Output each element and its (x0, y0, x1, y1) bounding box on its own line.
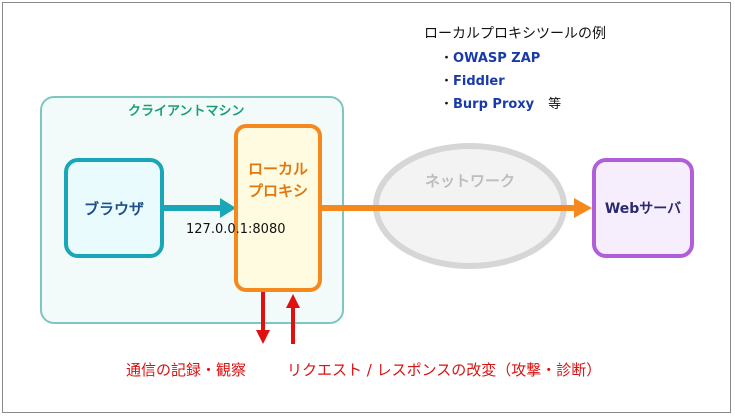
proxy-address: 127.0.0.1:8080 (186, 222, 286, 237)
tool-item-fiddler: ・Fiddler (440, 70, 505, 89)
tool-suffix: 等 (548, 97, 562, 112)
local-proxy-box (234, 124, 322, 292)
bullet: ・ (440, 97, 454, 112)
proxy-to-web-arrow-head (574, 198, 592, 218)
bullet: ・ (440, 74, 454, 89)
tools-title: ローカルプロキシツールの例 (424, 26, 606, 42)
diagram-frame (2, 2, 731, 413)
modify-caption: リクエスト / レスポンスの改変（攻撃・診断） (287, 361, 602, 379)
modify-arrow-head (286, 294, 300, 308)
web-server-box: Webサーバ (592, 158, 694, 258)
network-label: ネットワーク (424, 172, 515, 190)
tool-name: Burp Proxy (453, 97, 535, 112)
local-proxy-label: ローカル プロキシ (234, 158, 322, 202)
web-server-label: Webサーバ (604, 201, 682, 217)
tool-item-owasp-zap: ・OWASP ZAP (440, 47, 540, 66)
tool-item-burp-proxy: ・Burp Proxy 等 (440, 93, 561, 112)
record-observe-caption: 通信の記録・観察 (126, 361, 247, 379)
tool-name: Fiddler (453, 74, 505, 89)
proxy-label-line1: ローカル (247, 160, 308, 178)
browser-to-proxy-arrow-head (220, 198, 236, 218)
tool-name: OWASP ZAP (453, 51, 541, 66)
browser-label: ブラウザ (83, 199, 144, 218)
browser-box: ブラウザ (64, 158, 164, 258)
record-arrow-head (256, 330, 270, 344)
proxy-label-line2: プロキシ (247, 182, 308, 200)
client-machine-label: クライアントマシン (128, 104, 245, 119)
bullet: ・ (440, 51, 454, 66)
